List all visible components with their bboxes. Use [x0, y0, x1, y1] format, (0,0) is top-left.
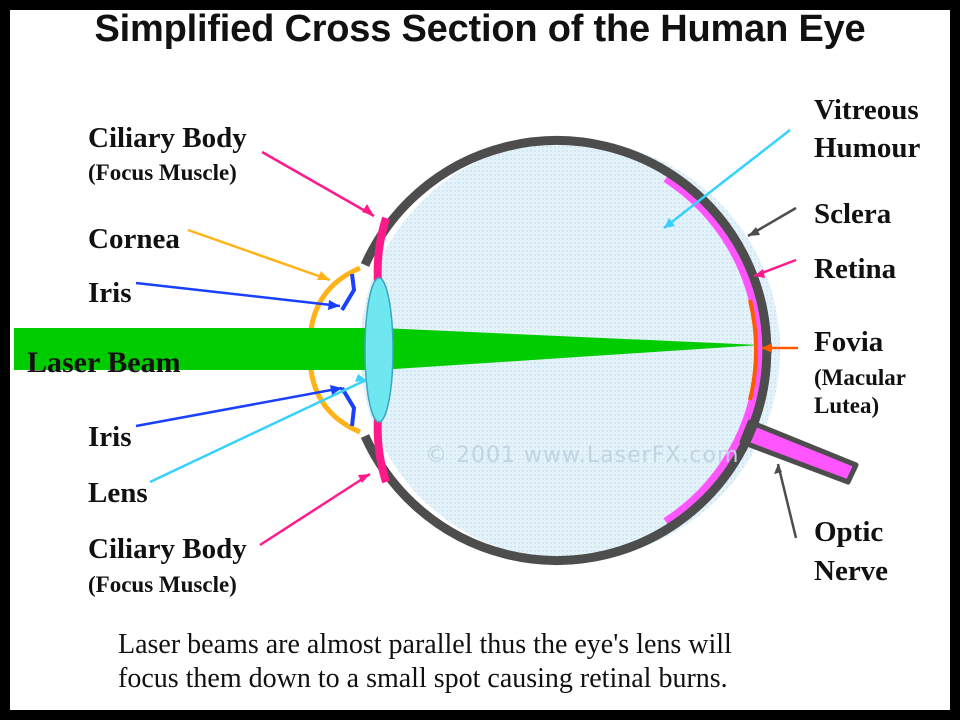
arrowhead-ciliary-bottom: [358, 474, 370, 483]
leader-cornea: [187, 228, 331, 282]
leader-ciliary-top: [261, 150, 375, 218]
arrowhead-fovia: [762, 343, 772, 353]
label-sclera: Sclera: [814, 198, 892, 230]
ciliary-body-bottom: [373, 417, 390, 484]
label-nerve: Nerve: [814, 555, 889, 587]
label-cornea: Cornea: [88, 223, 180, 255]
arrowhead-sclera: [748, 227, 760, 236]
label-iris-top: Iris: [88, 277, 132, 309]
arrowhead-iris-bottom: [330, 385, 342, 395]
label-laser-beam: Laser Beam: [27, 346, 181, 379]
arrowhead-cornea: [317, 271, 330, 280]
label-optic: Optic: [814, 516, 884, 548]
caption-line-1: Laser beams are almost parallel thus the…: [118, 629, 732, 660]
optic-nerve: [739, 419, 859, 485]
caption: Laser beams are almost parallel thus the…: [118, 628, 838, 696]
leader-iris-top: [135, 281, 341, 308]
leader-vitreous: [663, 129, 791, 229]
label-humour: Humour: [814, 132, 921, 164]
iris-top: [340, 273, 357, 312]
fovia: [748, 299, 758, 401]
label-iris-bottom: Iris: [88, 421, 132, 453]
label-ciliary-body-top: Ciliary Body: [88, 122, 247, 154]
leader-lens: [149, 378, 367, 484]
label-ciliary-body-bottom-sub: (Focus Muscle): [88, 572, 237, 597]
arrowhead-retina: [754, 269, 765, 278]
label-fovia: Fovia: [814, 326, 884, 358]
arrowhead-iris-top: [328, 300, 340, 310]
arrowhead-lens: [355, 374, 366, 382]
ciliary-body-top: [373, 216, 390, 283]
leader-ciliary-bottom: [259, 472, 371, 547]
iris-bottom: [340, 386, 357, 427]
arrowhead-ciliary-top: [362, 204, 374, 216]
arrowhead-vitreous: [664, 218, 675, 228]
caption-line-2: focus them down to a small spot causing …: [118, 663, 728, 695]
retina-band: [663, 174, 764, 526]
leader-iris-bottom: [135, 386, 343, 428]
label-vitreous: Vitreous: [814, 94, 919, 126]
eye-diagram: [14, 129, 859, 565]
arrowhead-optic: [774, 464, 782, 474]
diagram-title: Simplified Cross Section of the Human Ey…: [94, 8, 866, 50]
label-ciliary-body-bottom: Ciliary Body: [88, 533, 247, 565]
copyright-watermark: © 2001 www.LaserFX.com: [425, 443, 740, 468]
label-lens: Lens: [88, 477, 148, 509]
label-ciliary-body-top-sub: (Focus Muscle): [88, 160, 237, 185]
label-fovia-sub-1: (Macular: [814, 365, 906, 390]
label-retina: Retina: [814, 253, 897, 285]
leader-optic: [776, 463, 798, 539]
label-fovia-sub-2: Lutea): [814, 393, 880, 418]
sclera-outline: [360, 136, 772, 565]
lens: [364, 277, 394, 423]
